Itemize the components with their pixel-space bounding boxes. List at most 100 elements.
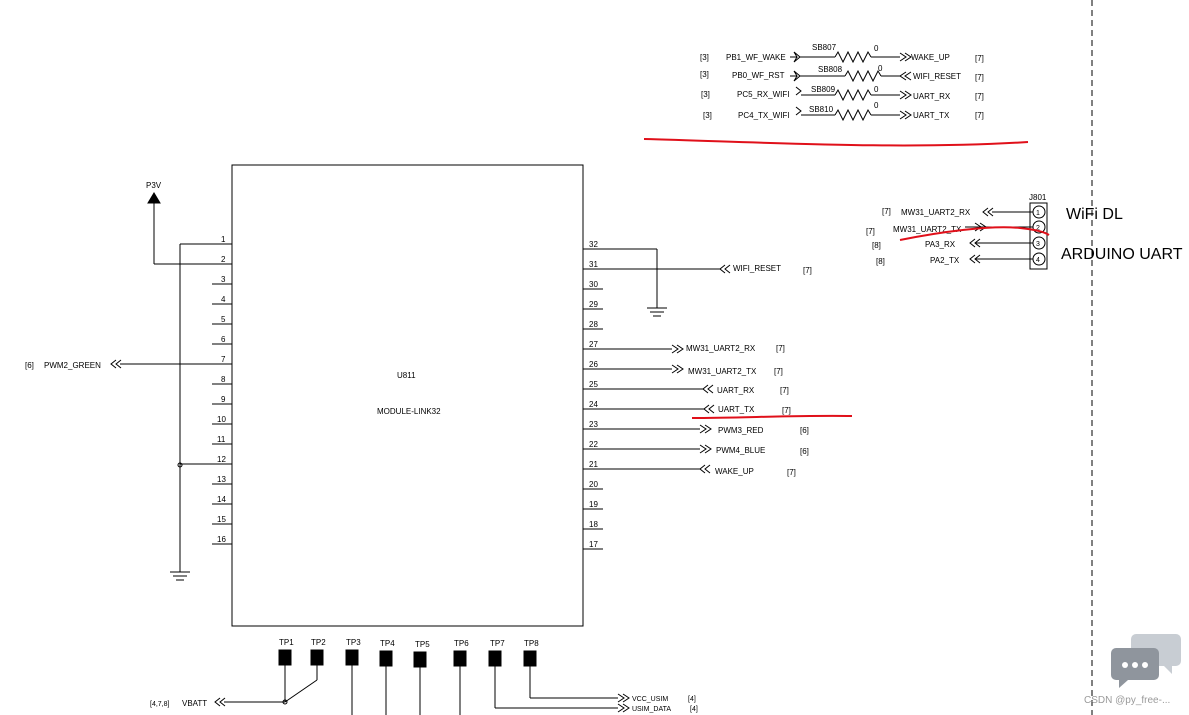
pin-number: 26 bbox=[589, 360, 598, 369]
connector-pin-number: 3 bbox=[1036, 241, 1040, 248]
vcc-usim-label: VCC_USIM bbox=[632, 696, 668, 703]
jumper-1-value: 0 bbox=[874, 44, 879, 53]
connector-pin-number: 2 bbox=[1036, 225, 1040, 232]
vbatt-ref: [4,7,8] bbox=[150, 701, 170, 708]
connector-pin-number: 1 bbox=[1036, 210, 1040, 217]
jumper-4-left-net: PC4_TX_WIFI bbox=[738, 111, 790, 120]
markup-underline-jumpers bbox=[643, 138, 1029, 147]
jumper-2-ref: SB808 bbox=[818, 65, 843, 74]
left-pin-numbers: 1 2 3 4 5 6 7 8 9 10 11 12 13 14 15 16 bbox=[217, 235, 226, 544]
test-point-label: TP4 bbox=[380, 639, 395, 648]
jumper-labels: [3] PB1_WF_WAKE SB807 0 WAKE_UP [7] [3] … bbox=[700, 43, 984, 120]
connector-pin-net: MW31_UART2_TX bbox=[893, 225, 962, 234]
jumper-4-right-net: UART_TX bbox=[913, 111, 950, 120]
pin-number: 20 bbox=[589, 480, 598, 489]
jumper-1-right-net: WAKE_UP bbox=[911, 53, 950, 62]
pin-number: 4 bbox=[221, 295, 226, 304]
test-point-label: TP6 bbox=[454, 639, 469, 648]
watermark-text: CSDN @py_free-... bbox=[1084, 695, 1170, 706]
connector-pin-net: MW31_UART2_RX bbox=[901, 208, 971, 217]
net-label-mw31-uart2-rx: MW31_UART2_RX bbox=[686, 344, 756, 353]
connector-pin-ref: [7] bbox=[866, 227, 875, 236]
usim-data-ref: [4] bbox=[690, 706, 698, 713]
pin-number: 23 bbox=[589, 420, 598, 429]
pin-number: 28 bbox=[589, 320, 598, 329]
jumper-3-right-ref: [7] bbox=[975, 92, 984, 101]
left-pin-stubs bbox=[212, 243, 232, 545]
markup-underline-connector bbox=[899, 226, 1050, 241]
chip-body bbox=[231, 164, 584, 627]
connector-pin-ref: [8] bbox=[876, 257, 885, 266]
connector-pin-net: PA3_RX bbox=[925, 240, 956, 249]
test-point-label: TP2 bbox=[311, 638, 326, 647]
jumper-4-left-ref: [3] bbox=[703, 111, 712, 120]
test-point-label: TP1 bbox=[279, 638, 294, 647]
jumper-2-right-net: WIFI_RESET bbox=[913, 72, 961, 81]
connector-ref: J801 bbox=[1029, 193, 1047, 202]
pwm2-green-label: PWM2_GREEN bbox=[44, 361, 101, 370]
jumper-3-right-net: UART_RX bbox=[913, 92, 951, 101]
test-points bbox=[224, 649, 618, 715]
net-label-uart-rx: UART_RX bbox=[717, 386, 755, 395]
usim-data-label: USIM_DATA bbox=[632, 706, 671, 713]
pin-number: 10 bbox=[217, 415, 226, 424]
pin-number: 22 bbox=[589, 440, 598, 449]
pin-number: 11 bbox=[217, 435, 226, 444]
pin-number: 32 bbox=[589, 240, 598, 249]
jumper-3-ref: SB809 bbox=[811, 85, 836, 94]
net-ref: [6] bbox=[800, 447, 809, 456]
test-point-label: TP5 bbox=[415, 640, 430, 649]
pin-number: 14 bbox=[217, 495, 226, 504]
pin-number: 13 bbox=[217, 475, 226, 484]
pin-number: 3 bbox=[221, 275, 226, 284]
pin-number: 12 bbox=[217, 455, 226, 464]
bottom-arrows bbox=[214, 693, 630, 713]
jumper-4-value: 0 bbox=[874, 101, 879, 110]
jumper-block bbox=[790, 50, 912, 122]
chat-icon bbox=[1111, 634, 1181, 688]
chip-name: MODULE-LINK32 bbox=[377, 407, 441, 416]
pin-number: 18 bbox=[589, 520, 598, 529]
pin-number: 1 bbox=[221, 235, 226, 244]
pin-number: 7 bbox=[221, 355, 226, 364]
pin-number: 17 bbox=[589, 540, 598, 549]
jumper-3-left-net: PC5_RX_WIFI bbox=[737, 90, 789, 99]
net-ref: [6] bbox=[800, 426, 809, 435]
vcc-usim-ref: [4] bbox=[688, 696, 696, 703]
right-pin-stubs bbox=[583, 248, 603, 550]
jumper-1-right-ref: [7] bbox=[975, 54, 984, 63]
net-label-pwm4-blue: PWM4_BLUE bbox=[716, 446, 765, 455]
pin-number: 30 bbox=[589, 280, 598, 289]
pwm2-green-net bbox=[110, 359, 212, 369]
pin-number: 9 bbox=[221, 395, 226, 404]
net-ref: [7] bbox=[782, 406, 791, 415]
connector-labels: [7] MW31_UART2_RX [7] MW31_UART2_TX [8] … bbox=[866, 207, 971, 266]
net-ref: [7] bbox=[776, 344, 785, 353]
net-label-uart-tx: UART_TX bbox=[718, 405, 755, 414]
pin-number: 2 bbox=[221, 255, 226, 264]
pin-number: 16 bbox=[217, 535, 226, 544]
jumper-2-left-ref: [3] bbox=[700, 70, 709, 79]
net-label-wifi-reset: WIFI_RESET bbox=[733, 264, 781, 273]
net-ref: [7] bbox=[803, 266, 812, 275]
pwm2-green-ref: [6] bbox=[25, 361, 34, 370]
connector-pin-ref: [7] bbox=[882, 207, 891, 216]
markup-underline-uart-tx bbox=[691, 414, 853, 419]
connector-pin-numbers: 1 2 3 4 bbox=[1036, 210, 1040, 264]
annotation-wifi: WiFi DL bbox=[1066, 206, 1123, 223]
connector-j801 bbox=[965, 202, 1048, 270]
net-ref: [7] bbox=[774, 367, 783, 376]
jumper-3-left-ref: [3] bbox=[701, 90, 710, 99]
jumper-2-right-ref: [7] bbox=[975, 73, 984, 82]
net-label-mw31-uart2-tx: MW31_UART2_TX bbox=[688, 367, 757, 376]
jumper-1-ref: SB807 bbox=[812, 43, 837, 52]
pin-number: 5 bbox=[221, 315, 226, 324]
annotation-arduino: ARDUINO UART bbox=[1061, 246, 1183, 263]
right-net-wires bbox=[603, 248, 731, 474]
connector-pin-number: 4 bbox=[1036, 257, 1040, 264]
connector-pin-net: PA2_TX bbox=[930, 256, 960, 265]
net-label-pwm3-red: PWM3_RED bbox=[718, 426, 764, 435]
test-point-label: TP3 bbox=[346, 638, 361, 647]
pin-number: 31 bbox=[589, 260, 598, 269]
